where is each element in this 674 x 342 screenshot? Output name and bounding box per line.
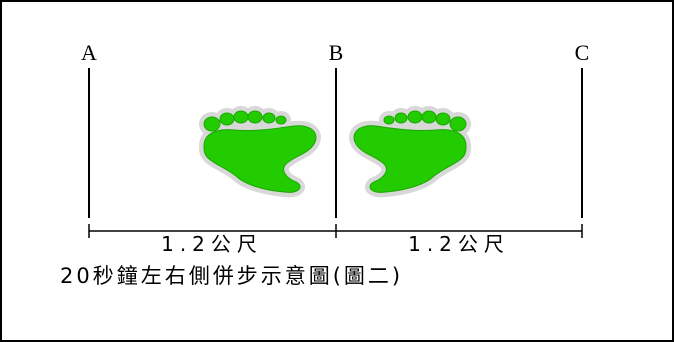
left-footprint-icon	[204, 111, 316, 192]
label-b: B	[329, 40, 344, 65]
label-c: C	[575, 40, 590, 65]
distance-label-left: 1.2公尺	[161, 232, 263, 256]
right-footprint-icon	[354, 111, 466, 192]
label-a: A	[81, 40, 97, 65]
distance-label-right: 1.2公尺	[408, 232, 510, 256]
diagram-caption: 20秒鐘左右側併步示意圖(圖二)	[60, 264, 403, 288]
